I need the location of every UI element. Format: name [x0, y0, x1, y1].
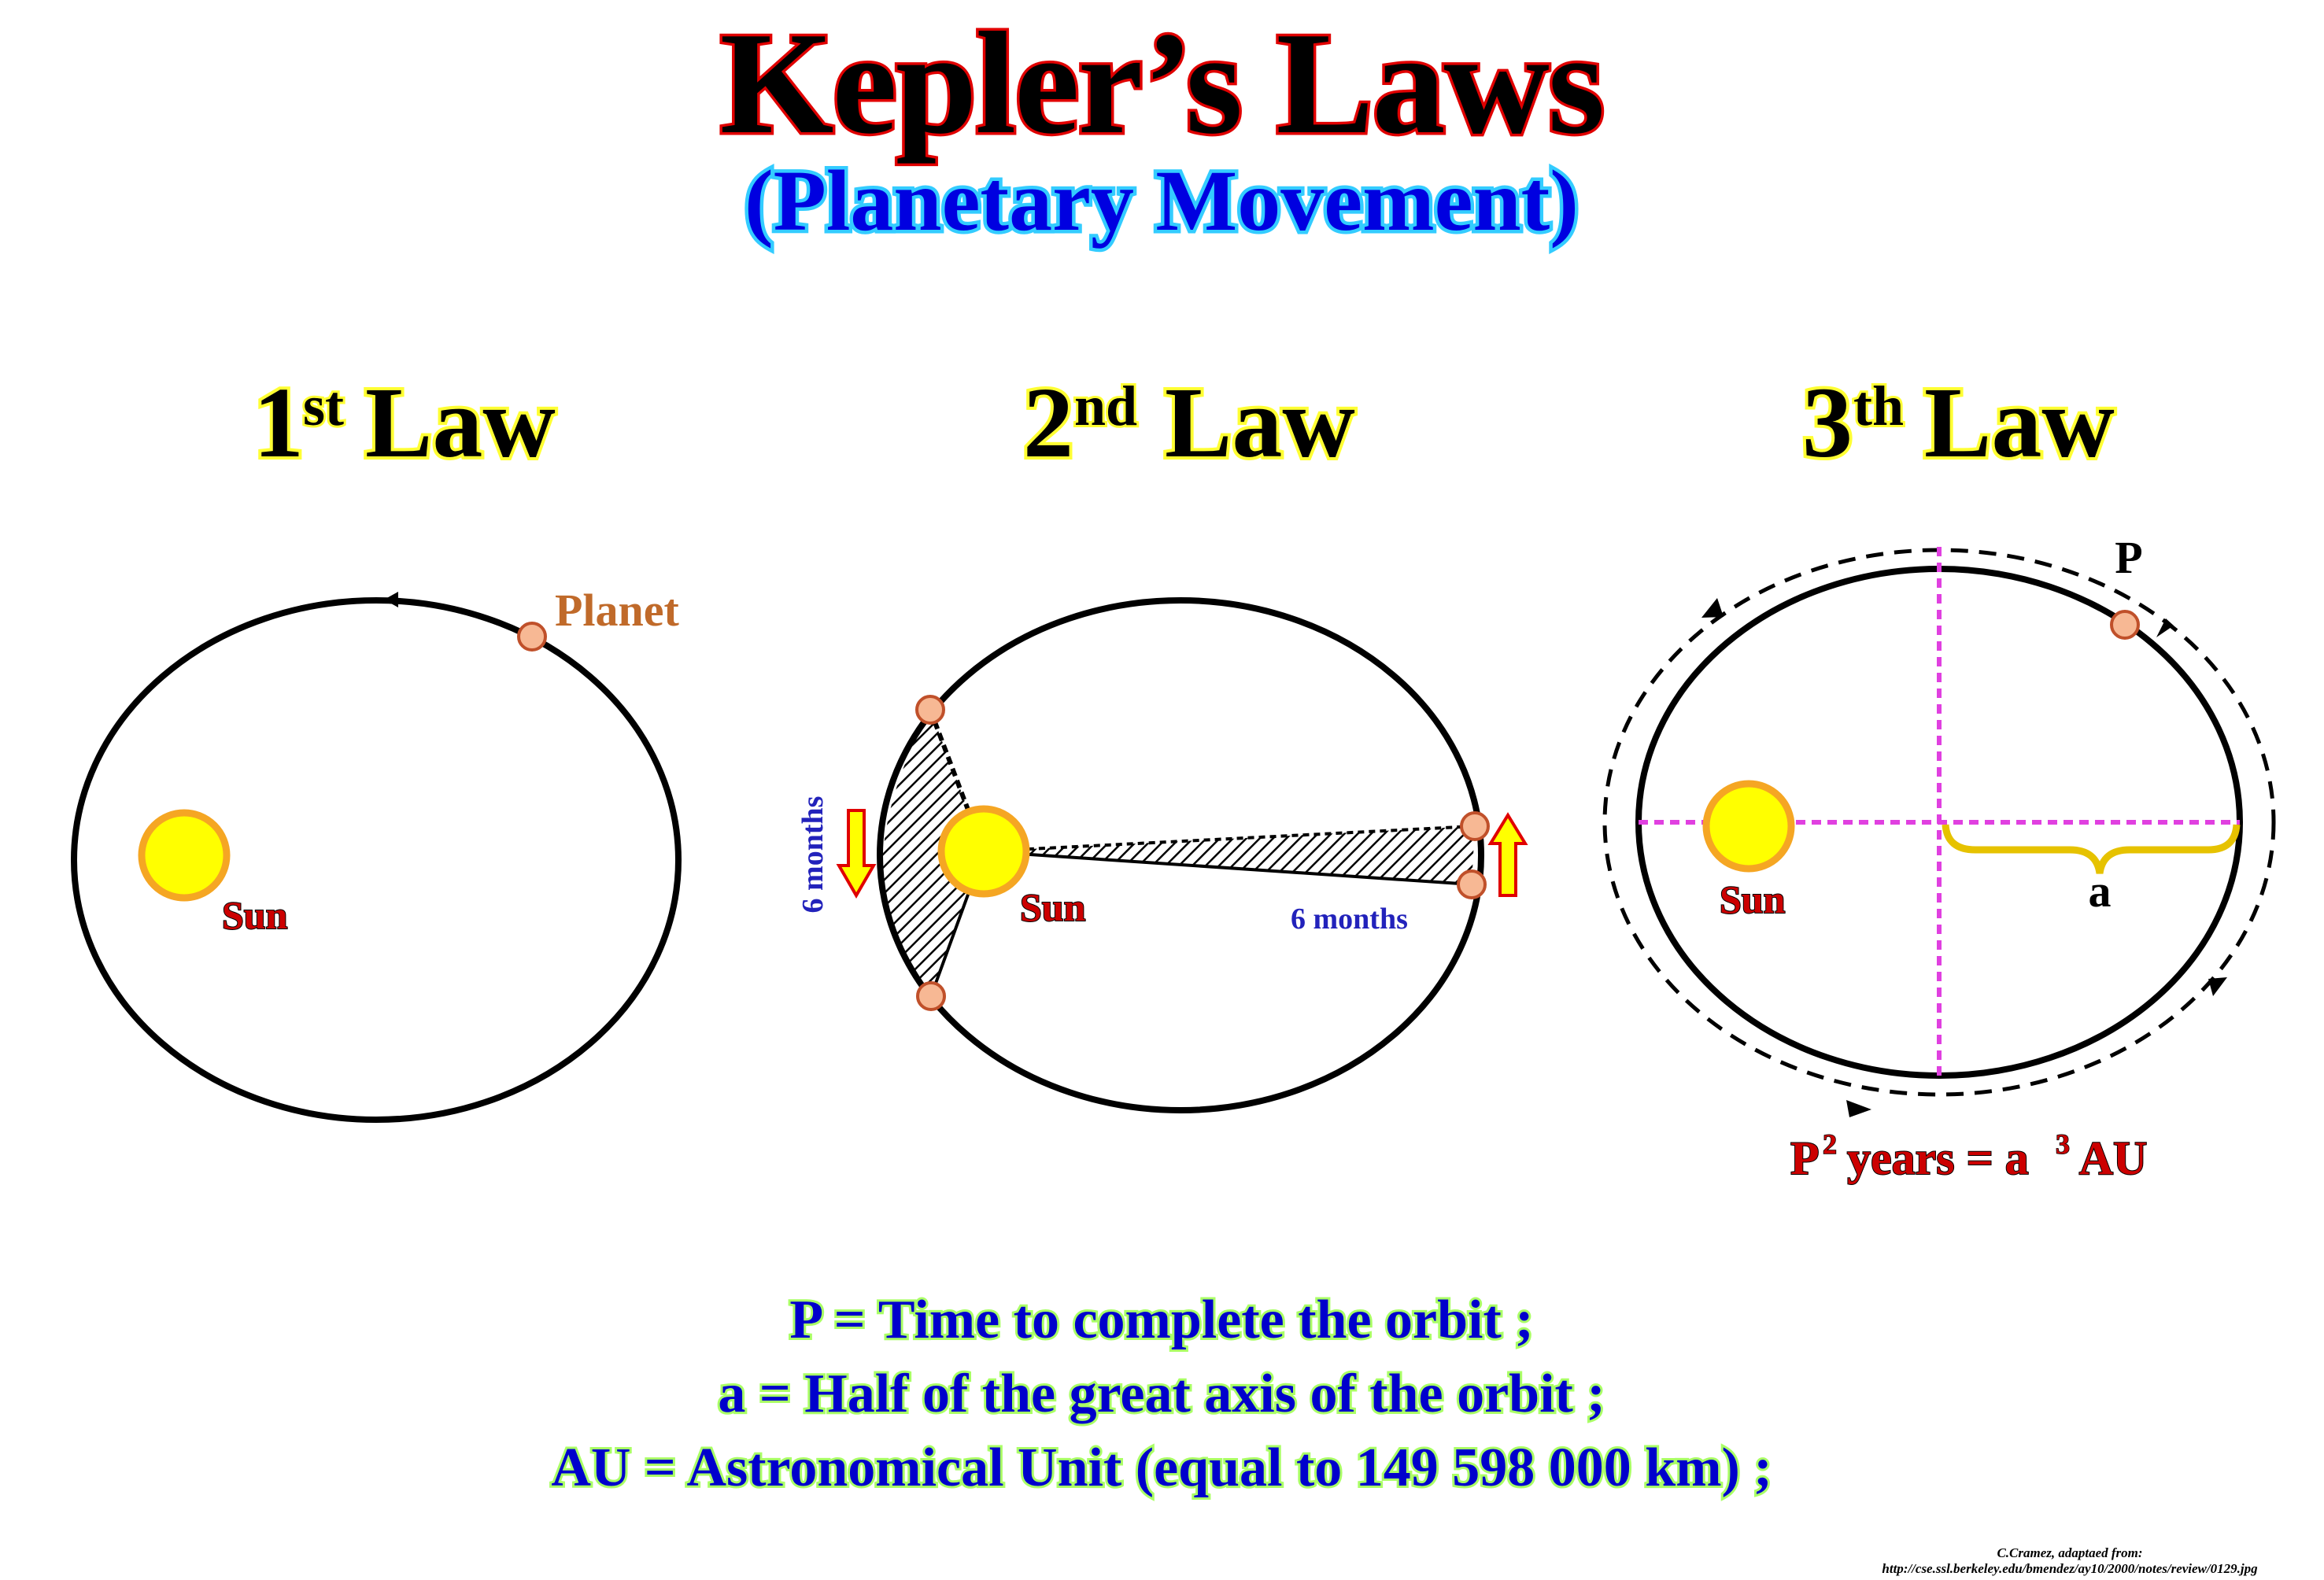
law-word-1: Law — [365, 367, 556, 478]
planet-icon — [1457, 869, 1487, 899]
legend: P = Time to complete the orbit ; a = Hal… — [549, 1287, 1774, 1501]
planet-icon — [916, 981, 946, 1011]
credit-line-1: C.Cramez, adaptaed from: — [1997, 1545, 2142, 1560]
arrow-down-icon — [836, 809, 877, 899]
page-subtitle: (Planetary Movement) — [744, 153, 1579, 249]
law-heading-2: 2 nd Law — [1020, 364, 1358, 482]
planet-icon — [517, 622, 547, 652]
kepler-formula: P 2 years = a 3 AU — [1790, 1128, 2148, 1185]
credit-line-2: http://cse.ssl.berkeley.edu/bmendez/ay10… — [1882, 1561, 2258, 1576]
planet-label: Planet — [555, 585, 680, 636]
period-label: P — [2115, 532, 2142, 583]
legend-line-semi-axis: a = Half of the great axis of the orbit … — [718, 1364, 1605, 1424]
swept-area-left — [882, 710, 984, 996]
sun-label-2: Sun — [1020, 885, 1086, 929]
law-suffix-2: nd — [1074, 375, 1137, 437]
law-heading-1: 1 st Law — [250, 364, 559, 482]
planet-icon — [915, 695, 945, 725]
sun-icon — [937, 805, 1030, 898]
radius-line-right-top — [983, 825, 1476, 853]
second-law-diagram: Sun 6 months 6 months — [796, 597, 1528, 1113]
page-title: Kepler’s Laws — [720, 2, 1604, 164]
formula-p-exponent: 2 — [1823, 1128, 1837, 1160]
law-word-2: Law — [1165, 367, 1355, 478]
swept-area-right — [984, 826, 1475, 884]
legend-line-period: P = Time to complete the orbit ; — [789, 1290, 1533, 1350]
first-law-diagram: Sun Planet — [71, 585, 682, 1123]
semi-axis-brace — [1942, 824, 2241, 874]
orbit-arrow-icon — [2156, 618, 2174, 637]
third-law-diagram: a Sun P P 2 years = a 3 AU — [1602, 532, 2276, 1185]
formula-a-exponent: 3 — [2056, 1128, 2070, 1160]
sun-icon — [1702, 780, 1795, 873]
planet-icon — [2110, 610, 2140, 640]
credit: C.Cramez, adaptaed from: http://cse.ssl.… — [1882, 1545, 2258, 1576]
sun-icon — [138, 809, 231, 902]
orbit-arrow-icon — [2208, 977, 2227, 996]
interval-label-left: 6 months — [796, 796, 829, 914]
radius-line-right-bottom — [983, 850, 1472, 886]
interval-label-right: 6 months — [1291, 903, 1408, 936]
law-word-3: Law — [1924, 367, 2115, 478]
orbit-arrow-icon — [1701, 598, 1724, 618]
orbit-ellipse-1 — [71, 597, 682, 1123]
law-heading-3: 3 th Law — [1799, 364, 2118, 482]
formula-unit: AU — [2070, 1132, 2147, 1184]
orbit-direction-arrow-icon — [384, 592, 398, 607]
law-suffix-1: st — [303, 375, 344, 437]
semi-axis-label: a — [2089, 866, 2112, 917]
formula-years: years = a — [1835, 1132, 2029, 1184]
legend-line-au: AU = Astronomical Unit (equal to 149 598… — [551, 1438, 1772, 1498]
law-number-1: 1 — [253, 367, 304, 478]
orbit-arrow-icon — [1846, 1100, 1871, 1117]
sun-label-3: Sun — [1720, 877, 1786, 921]
law-number-2: 2 — [1023, 367, 1073, 478]
orbit-ellipse-2 — [877, 597, 1484, 1113]
formula-p: P — [1790, 1132, 1820, 1184]
sun-label-1: Sun — [222, 893, 288, 937]
arrow-up-icon — [1487, 812, 1528, 897]
law-number-3: 3 — [1802, 367, 1853, 478]
law-suffix-3: th — [1853, 375, 1904, 437]
planet-icon — [1460, 811, 1490, 841]
